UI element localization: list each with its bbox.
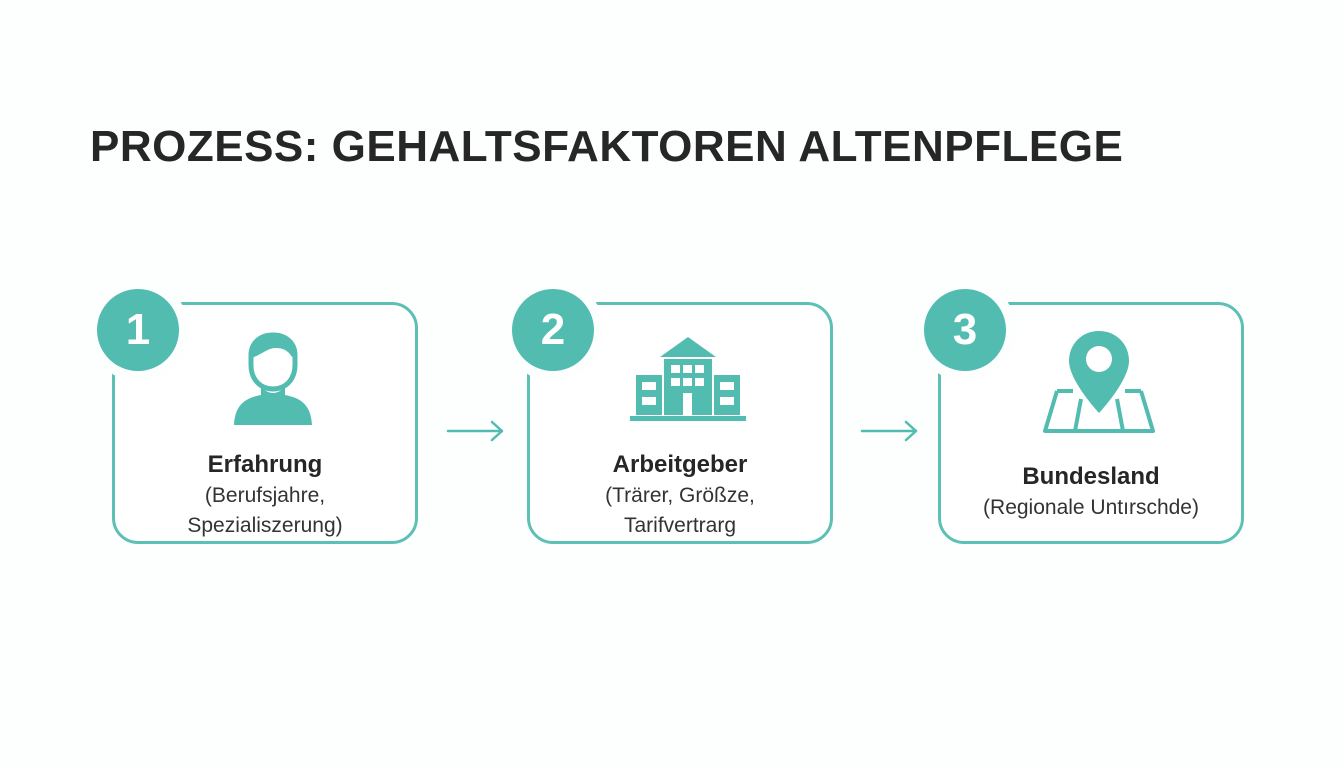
desc-line: (Berufsjahre, (204, 484, 326, 507)
step-card-2: Arbeitgeber (Trärer, Größze, Tarifvertra… (527, 302, 833, 544)
step-description: (Berufsjahre, Spezialiszerung) (115, 481, 415, 541)
step-label: Bundesland (1022, 463, 1160, 490)
building-icon (630, 337, 746, 421)
map-pin-icon (1043, 331, 1155, 433)
step-number-badge: 2 (512, 289, 594, 371)
step-number-badge: 3 (924, 289, 1006, 371)
arrow-right-icon (446, 420, 504, 442)
arrow-right-icon (860, 420, 918, 442)
step-card-3: Bundesland (Regionale Untırschde) (938, 302, 1244, 544)
desc-line: (Trärer, Größze, (605, 484, 755, 507)
step-description: (Regionale Untırschde) (941, 493, 1241, 523)
desc-line: Tarifvertrarg (623, 514, 737, 537)
step-label: Arbeitgeber (612, 451, 748, 478)
step-card-1: Erfahrung (Berufsjahre, Spezialiszerung) (112, 302, 418, 544)
step-number-badge: 1 (97, 289, 179, 371)
step-description: (Trärer, Größze, Tarifvertrarg (530, 481, 830, 541)
desc-line: Spezialiszerung) (187, 514, 343, 537)
page-title: PROZESS: GEHALTSFAKTOREN ALTENPFLEGE (90, 122, 1124, 171)
desc-line: (Regionale Untırschde) (983, 496, 1199, 519)
person-icon (234, 332, 312, 425)
step-label: Erfahrung (207, 451, 323, 478)
